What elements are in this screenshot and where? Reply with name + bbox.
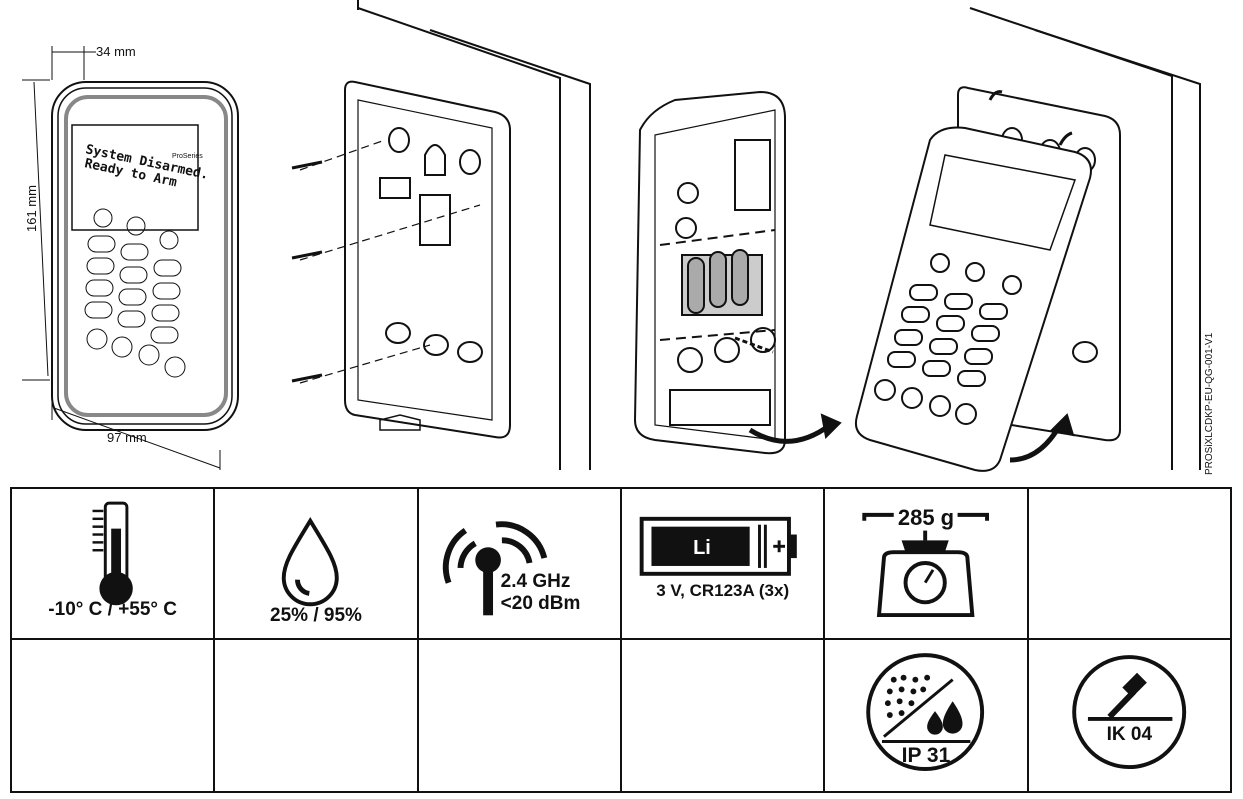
mounting-bracket [291,0,591,470]
keypad-front-view [51,81,239,431]
empty-cell [1026,487,1233,640]
ip-rating-icon [866,653,985,771]
ik-rating-cell: IK 04 [1026,638,1233,793]
radio-power: <20 dBm [500,593,581,614]
empty-cell [9,638,216,793]
humidity-range: 25% / 95% [270,605,362,626]
battery-chemistry: Li [693,537,711,559]
keypad-mounting-view [854,7,1201,472]
radio-signal-icon [442,521,547,616]
empty-cell [416,638,622,793]
ip-rating-cell: IP 31 [823,638,1029,793]
weight-cell: 285 g [823,487,1029,640]
thermometer-icon [92,501,133,606]
battery-spec: 3 V, CR123A (3x) [656,581,790,600]
installation-illustration: System Disarmed. Ready to Arm ProSeries … [22,0,1201,472]
temperature-range: -10° C / +55° C [48,599,178,620]
ik-rating-label: IK 04 [1106,724,1153,745]
radio-frequency: 2.4 GHz [500,571,571,592]
empty-cell [213,638,419,793]
keypad-brand: ProSeries [172,153,203,160]
ik-rating-icon [1071,655,1186,770]
depth-dimension: 34 mm [96,44,136,59]
document-id: PROSiXLCDKP-EU-QG-001-V1 [1204,332,1215,475]
humidity-cell: 25% / 95% [213,487,419,640]
dimension-lines [22,46,221,470]
scale-icon [862,512,990,618]
water-drop-icon [282,516,340,607]
height-dimension: 161 mm [24,185,39,232]
temperature-cell: -10° C / +55° C [9,487,216,640]
ip-rating-label: IP 31 [901,744,951,767]
empty-cell [619,638,826,793]
spec-table: -10° C / +55° C 25% / 95% 2.4 GHz <20 dB… [9,487,1233,793]
radio-cell: 2.4 GHz <20 dBm [416,487,622,640]
battery-cell: Li 3 V, CR123A (3x) [619,487,826,640]
width-dimension: 97 mm [107,430,147,445]
keypad-rear-view [633,90,842,455]
battery-icon [639,516,797,576]
weight-value: 285 g [897,505,955,530]
